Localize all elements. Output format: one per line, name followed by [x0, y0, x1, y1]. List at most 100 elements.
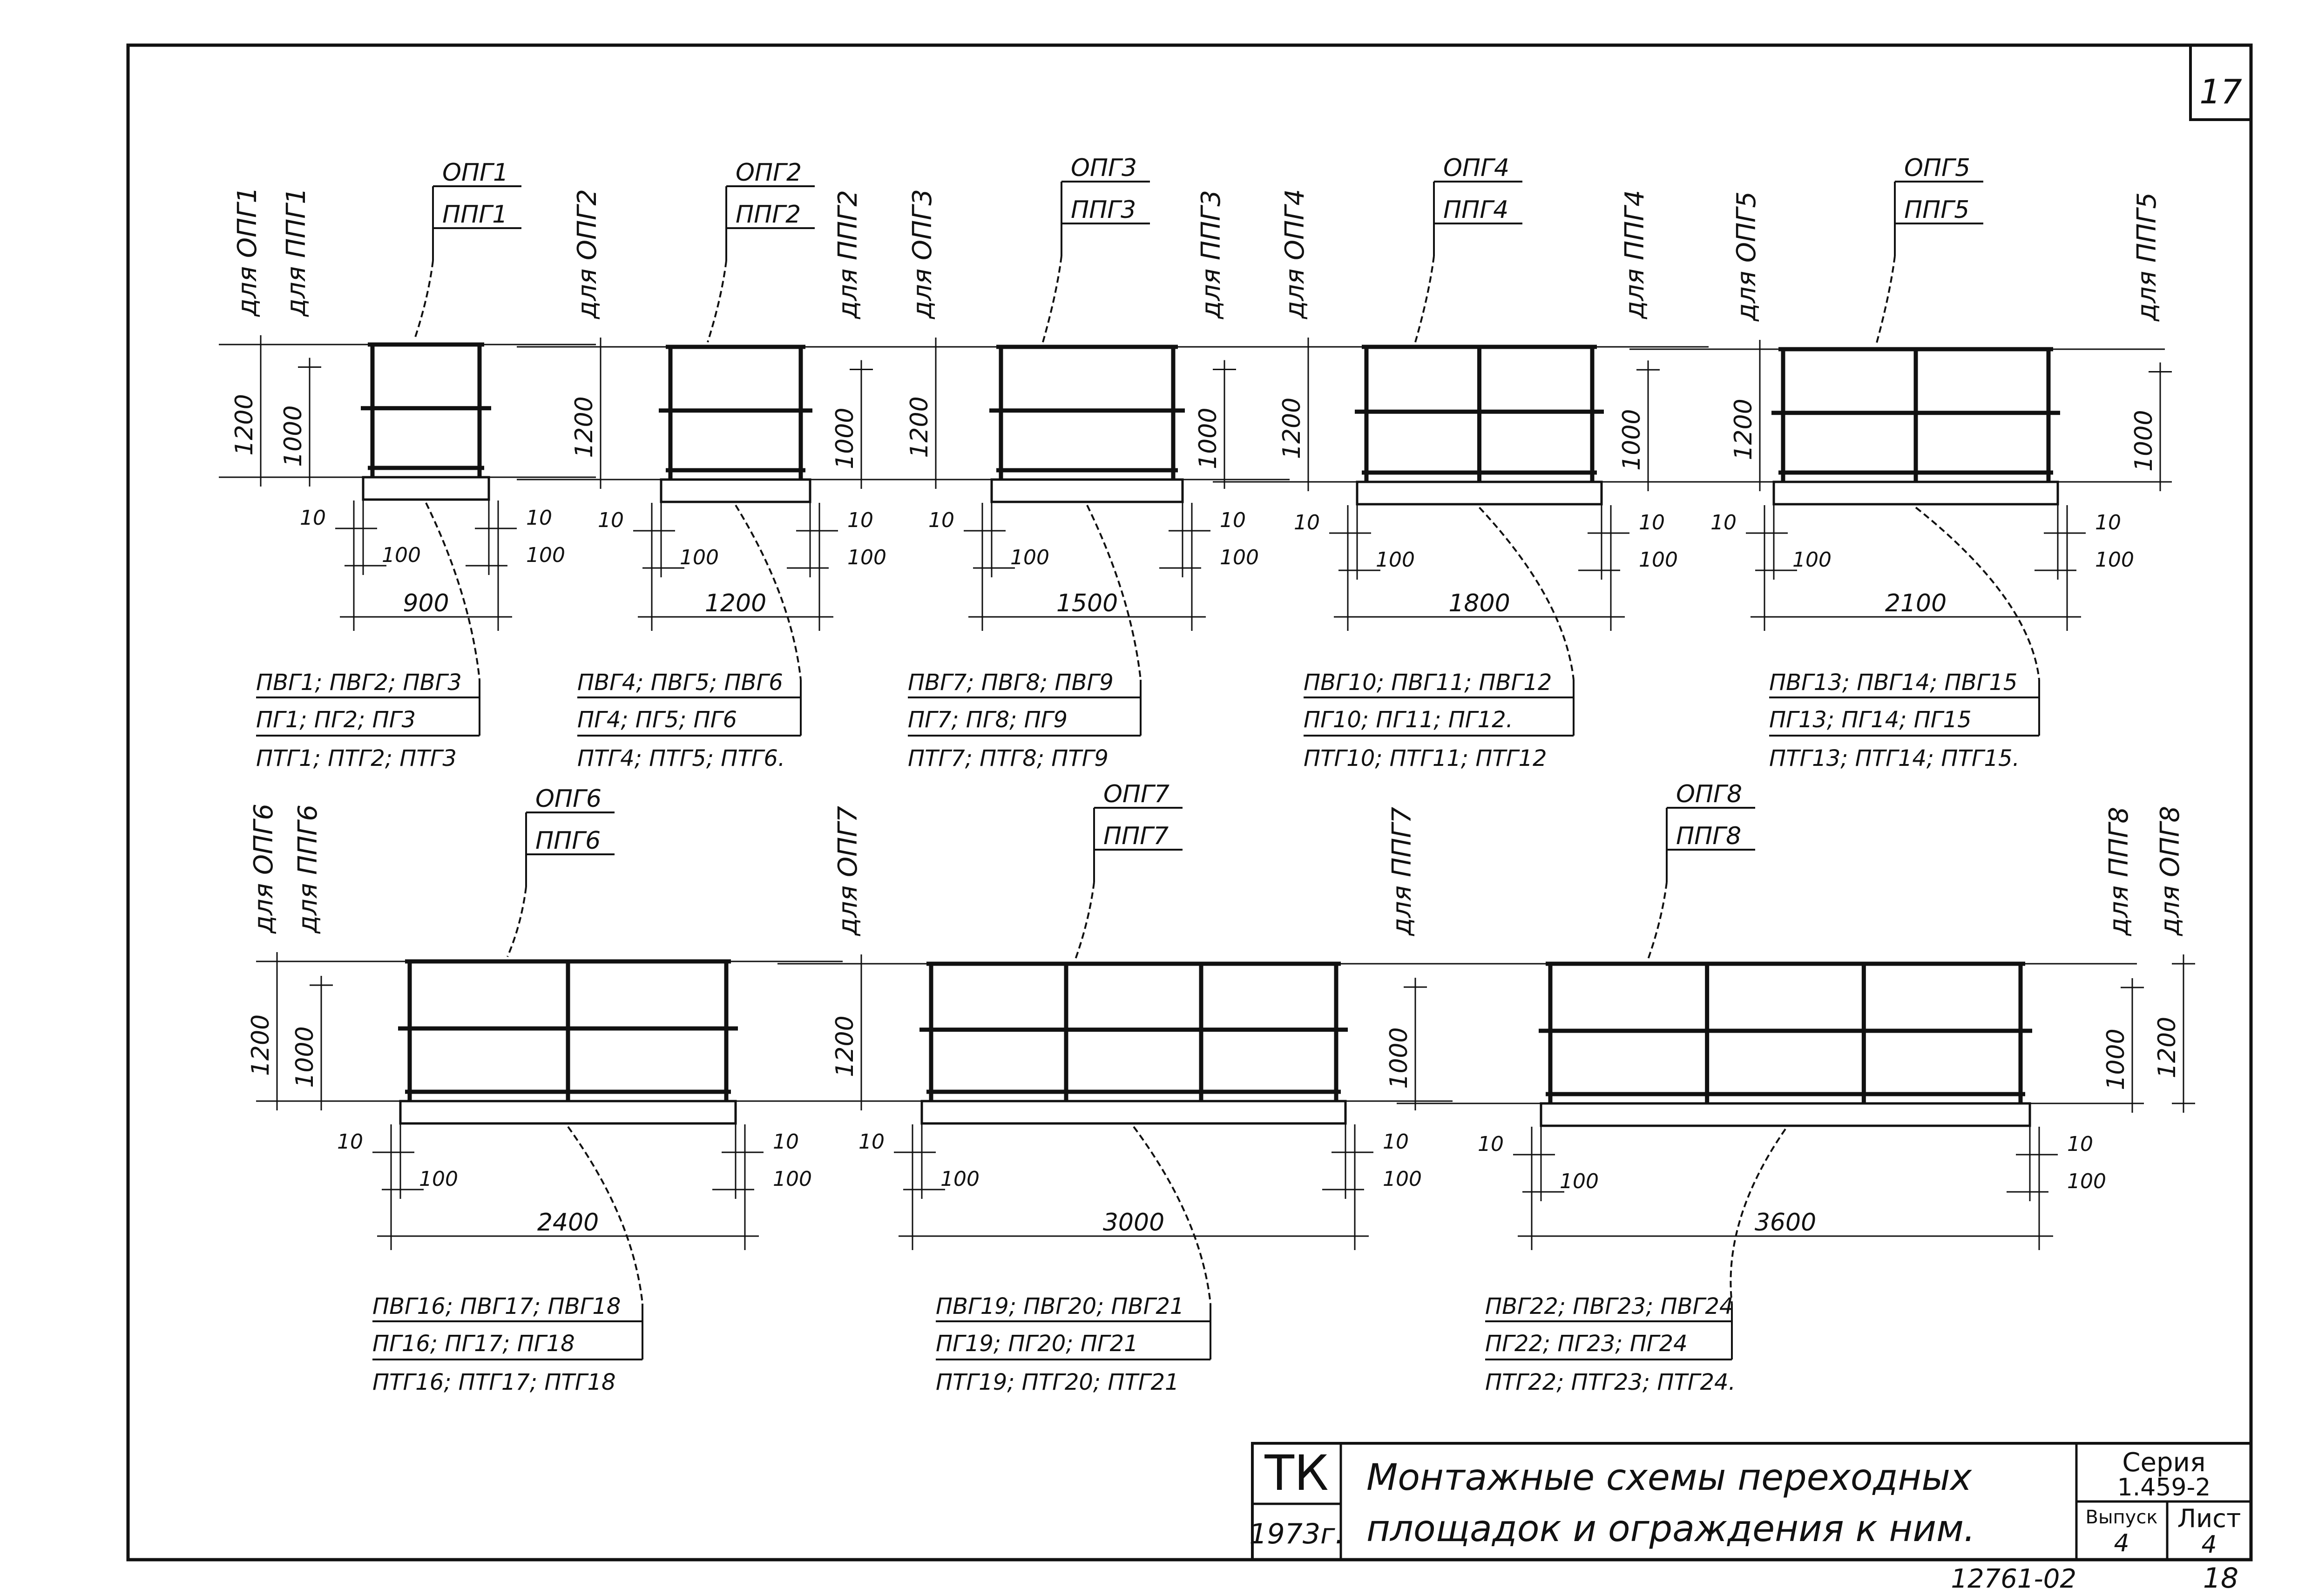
- dim-gap-right: 10: [847, 508, 873, 532]
- dim-gap-right: 10: [526, 506, 552, 530]
- label-for-opg: для ОПГ4: [1280, 189, 1310, 319]
- dim-offset-right: 100: [1220, 546, 1259, 569]
- parts-leader: [1479, 507, 1575, 680]
- dim-gap-left: 10: [928, 508, 954, 532]
- callout-ppg: ППГ8: [1676, 822, 1741, 850]
- dim-height-rail-value: 1000: [1194, 408, 1222, 469]
- parts-leader: [735, 504, 802, 680]
- dim-height-rail-value: 1000: [291, 1026, 319, 1088]
- dim-height-rail-value: 1000: [1618, 409, 1646, 470]
- drawing-title-line1: Монтажные схемы переходных: [1366, 1457, 1972, 1499]
- parts-list-rails: ПТГ22; ПТГ23; ПТГ24.: [1485, 1369, 1736, 1395]
- parts-list-verticals: ПВГ1; ПВГ2; ПВГ3: [256, 670, 462, 696]
- platform-deck: [920, 1100, 1347, 1125]
- label-for-ppg: для ППГ2: [833, 190, 863, 319]
- dim-gap-right: 10: [2095, 511, 2121, 534]
- dim-span: 1800: [1448, 589, 1510, 617]
- parts-list-rails: ПТГ1; ПТГ2; ПТГ3: [256, 745, 457, 771]
- dim-offset-right: 100: [526, 543, 565, 567]
- label-for-opg: для ОПГ8: [2155, 806, 2185, 936]
- parts-list-verticals: ПВГ16; ПВГ17; ПВГ18: [372, 1293, 621, 1319]
- sheet-label: Лист: [2177, 1504, 2241, 1533]
- platform-deck: [362, 476, 490, 501]
- platform-deck: [990, 478, 1184, 503]
- issue-label: Выпуск: [2086, 1507, 2158, 1528]
- label-for-ppg: для ППГ6: [293, 805, 323, 934]
- label-for-ppg: для ППГ7: [1387, 807, 1417, 936]
- callout-leader-curve: [413, 260, 434, 340]
- dim-offset-left: 100: [1010, 546, 1049, 569]
- parts-leader: [425, 502, 480, 680]
- dim-height-total-value: 1200: [570, 396, 598, 458]
- dim-offset-left: 100: [680, 546, 719, 569]
- callout-leader-curve: [1647, 882, 1668, 960]
- callout-ppg: ППГ1: [442, 201, 507, 229]
- parts-list-verticals: ПВГ13; ПВГ14; ПВГ15: [1769, 670, 2017, 696]
- dim-gap-right: 10: [1383, 1130, 1409, 1154]
- parts-list-rails: ПТГ16; ПТГ17; ПТГ18: [372, 1369, 616, 1395]
- dim-offset-right: 100: [847, 546, 886, 569]
- dim-offset-right: 100: [2095, 548, 2134, 572]
- dim-gap-right: 10: [773, 1130, 799, 1154]
- dim-span: 3000: [1103, 1209, 1164, 1237]
- dim-gap-right: 10: [1220, 508, 1246, 532]
- parts-leader: [1086, 505, 1142, 680]
- dim-height-rail-value: 1000: [279, 406, 307, 467]
- series-value: 1.459-2: [2117, 1474, 2211, 1501]
- dim-offset-left: 100: [382, 543, 421, 567]
- platform-deck: [660, 478, 811, 503]
- parts-list-platforms: ПГ16; ПГ17; ПГ18: [372, 1331, 575, 1357]
- dim-span: 3600: [1755, 1209, 1816, 1237]
- dim-span: 900: [403, 589, 449, 617]
- parts-list-platforms: ПГ22; ПГ23; ПГ24: [1485, 1331, 1688, 1357]
- dim-height-rail-value: 1000: [2130, 410, 2158, 472]
- dim-offset-right: 100: [1639, 548, 1678, 572]
- dim-offset-left: 100: [419, 1167, 458, 1191]
- parts-list-rails: ПТГ19; ПТГ20; ПТГ21: [936, 1369, 1179, 1395]
- issue-value: 4: [2114, 1529, 2129, 1557]
- callout-ppg: ППГ6: [535, 827, 601, 855]
- sheet-value: 4: [2201, 1531, 2217, 1559]
- platform-deck: [1772, 480, 2059, 506]
- year: 1973г.: [1249, 1518, 1344, 1550]
- parts-list-rails: ПТГ7; ПТГ8; ПТГ9: [908, 745, 1109, 771]
- parts-list-verticals: ПВГ10; ПВГ11; ПВГ12: [1304, 670, 1552, 696]
- label-for-opg: для ОПГ2: [572, 189, 602, 319]
- parts-list-platforms: ПГ19; ПГ20; ПГ21: [936, 1331, 1138, 1357]
- drawing-title-line2: площадок и ограждения к ним.: [1366, 1508, 1975, 1550]
- callout-leader-curve: [707, 260, 727, 343]
- platform-deck: [399, 1100, 737, 1125]
- sheet-frame: [126, 43, 2253, 1562]
- dim-span: 2100: [1885, 589, 1947, 617]
- dim-offset-left: 100: [1792, 548, 1832, 572]
- dim-gap-right: 10: [1639, 511, 1665, 534]
- callout-leader-curve: [1075, 882, 1095, 960]
- callout-opg: ОПГ7: [1103, 780, 1169, 808]
- dim-height-rail-value: 1000: [2102, 1028, 2130, 1090]
- parts-list-platforms: ПГ13; ПГ14; ПГ15: [1769, 707, 1972, 733]
- callout-leader-curve: [507, 886, 527, 957]
- dim-span: 2400: [537, 1209, 599, 1237]
- label-for-opg: для ОПГ5: [1731, 191, 1762, 322]
- dim-height-total-value: 1200: [2153, 1017, 2181, 1078]
- callout-opg: ОПГ3: [1071, 154, 1137, 182]
- parts-leader: [1915, 507, 2040, 680]
- label-for-ppg: для ППГ5: [2132, 192, 2162, 322]
- dim-height-rail-value: 1000: [831, 408, 859, 469]
- dim-span: 1200: [705, 589, 766, 617]
- parts-list-rails: ПТГ10; ПТГ11; ПТГ12: [1304, 745, 1547, 771]
- parts-list-verticals: ПВГ7; ПВГ8; ПВГ9: [908, 670, 1114, 696]
- callout-opg: ОПГ1: [442, 159, 508, 187]
- dim-offset-left: 100: [1560, 1170, 1599, 1193]
- callout-opg: ОПГ5: [1904, 154, 1970, 182]
- dim-height-total-value: 1200: [247, 1014, 275, 1076]
